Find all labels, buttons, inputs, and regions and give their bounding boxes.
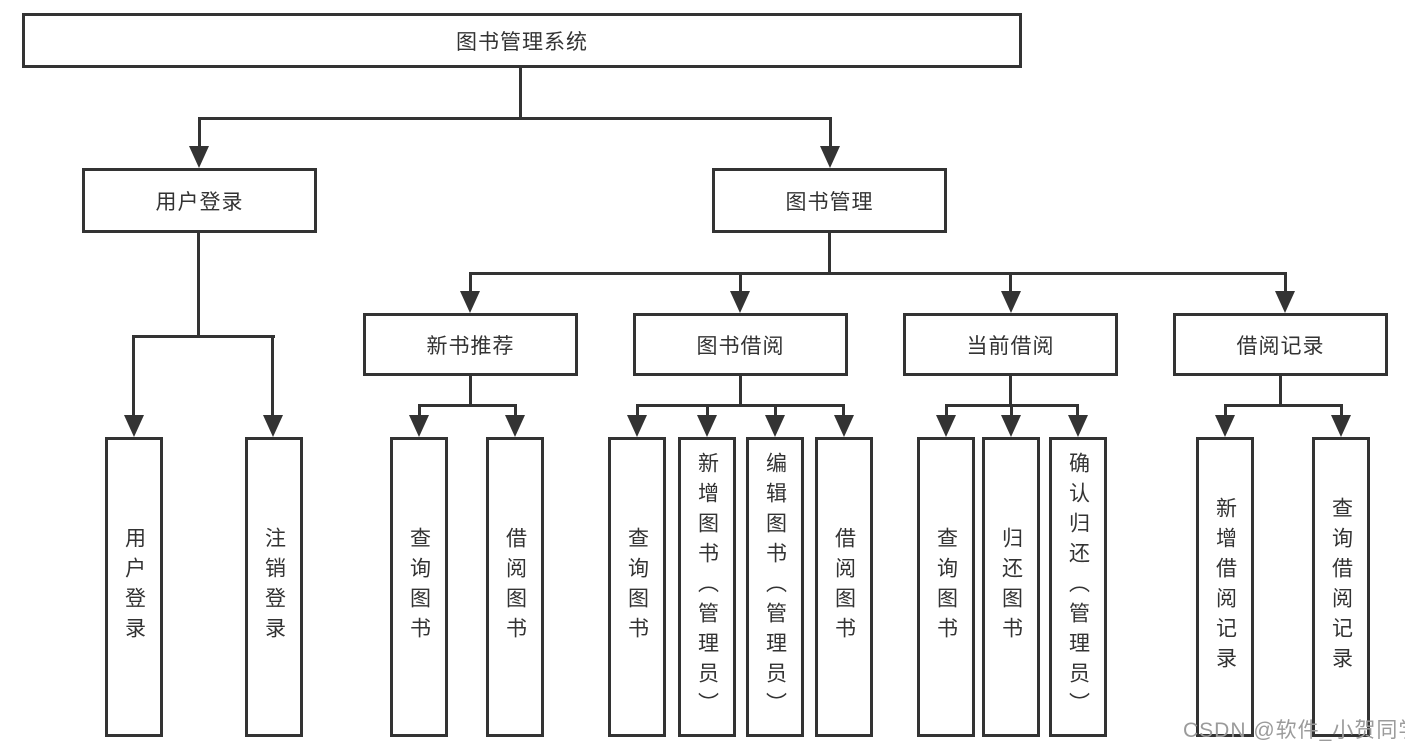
arrow-down-icon bbox=[834, 415, 854, 437]
node-leaf-logout: 注销登录 bbox=[245, 437, 303, 737]
arrow-down-icon bbox=[730, 291, 750, 313]
node-bb-query-books-label: 查询图书 bbox=[625, 527, 649, 647]
connector-vline bbox=[1284, 272, 1287, 296]
node-leaf-user-login-label: 用户登录 bbox=[122, 527, 146, 647]
node-borrow-records-label: 借阅记录 bbox=[1236, 334, 1325, 358]
node-book-borrow: 图书借阅 bbox=[633, 313, 848, 376]
arrow-down-icon bbox=[765, 415, 785, 437]
connector-vline bbox=[774, 404, 777, 418]
watermark: CSDN @软件_小贺同学 bbox=[1183, 719, 1405, 742]
node-cb-confirm-return: 确认归还（管理员） bbox=[1049, 437, 1107, 737]
node-nb-borrow-books: 借阅图书 bbox=[486, 437, 544, 737]
node-bb-add-books-label: 新增图书（管理员） bbox=[695, 452, 719, 722]
node-br-add-record-label: 新增借阅记录 bbox=[1213, 497, 1237, 677]
node-bb-borrow-books-label: 借阅图书 bbox=[832, 527, 856, 647]
arrow-down-icon bbox=[460, 291, 480, 313]
connector-vline bbox=[828, 233, 831, 275]
node-nb-query-books-label: 查询图书 bbox=[407, 527, 431, 647]
node-bb-add-books: 新增图书（管理员） bbox=[678, 437, 736, 737]
node-bb-query-books: 查询图书 bbox=[608, 437, 666, 737]
connector-vline bbox=[706, 404, 709, 418]
connector-vline bbox=[636, 404, 639, 418]
node-user-login: 用户登录 bbox=[82, 168, 317, 233]
node-cb-query-books-label: 查询图书 bbox=[934, 527, 958, 647]
connector-vline bbox=[842, 404, 845, 418]
node-br-query-record: 查询借阅记录 bbox=[1312, 437, 1370, 737]
connector-vline bbox=[945, 404, 948, 418]
arrow-down-icon bbox=[1001, 415, 1021, 437]
connector-vline bbox=[271, 335, 274, 419]
connector-hline bbox=[198, 117, 832, 120]
node-root: 图书管理系统 bbox=[22, 13, 1022, 68]
connector-vline bbox=[198, 117, 201, 151]
arrow-down-icon bbox=[697, 415, 717, 437]
node-bb-edit-books-label: 编辑图书（管理员） bbox=[763, 452, 787, 722]
connector-hline bbox=[133, 335, 275, 338]
connector-vline bbox=[829, 117, 832, 151]
connector-vline bbox=[1009, 376, 1012, 407]
connector-vline bbox=[1340, 404, 1343, 418]
node-current-borrow: 当前借阅 bbox=[903, 313, 1118, 376]
node-root-label: 图书管理系统 bbox=[456, 30, 588, 54]
node-bb-edit-books: 编辑图书（管理员） bbox=[746, 437, 804, 737]
node-current-borrow-label: 当前借阅 bbox=[966, 334, 1055, 358]
node-bb-borrow-books: 借阅图书 bbox=[815, 437, 873, 737]
arrow-down-icon bbox=[1215, 415, 1235, 437]
connector-vline bbox=[514, 404, 517, 418]
connector-vline bbox=[1010, 404, 1013, 418]
connector-vline bbox=[1224, 404, 1227, 418]
arrow-down-icon bbox=[1001, 291, 1021, 313]
node-user-login-label: 用户登录 bbox=[155, 190, 244, 214]
arrow-down-icon bbox=[505, 415, 525, 437]
arrow-down-icon bbox=[1331, 415, 1351, 437]
connector-hline bbox=[636, 404, 845, 407]
node-nb-borrow-books-label: 借阅图书 bbox=[503, 527, 527, 647]
node-new-books: 新书推荐 bbox=[363, 313, 578, 376]
arrow-down-icon bbox=[627, 415, 647, 437]
node-cb-query-books: 查询图书 bbox=[917, 437, 975, 737]
connector-hline bbox=[1224, 404, 1343, 407]
arrow-down-icon bbox=[263, 415, 283, 437]
arrow-down-icon bbox=[409, 415, 429, 437]
connector-vline bbox=[469, 272, 472, 296]
node-borrow-records: 借阅记录 bbox=[1173, 313, 1388, 376]
arrow-down-icon bbox=[1275, 291, 1295, 313]
connector-vline bbox=[197, 233, 200, 338]
connector-hline bbox=[418, 404, 517, 407]
connector-vline bbox=[469, 376, 472, 407]
node-leaf-user-login: 用户登录 bbox=[105, 437, 163, 737]
arrow-down-icon bbox=[124, 415, 144, 437]
connector-hline bbox=[469, 272, 1287, 275]
arrow-down-icon bbox=[936, 415, 956, 437]
node-cb-confirm-return-label: 确认归还（管理员） bbox=[1066, 452, 1090, 722]
arrow-down-icon bbox=[820, 146, 840, 168]
connector-vline bbox=[739, 376, 742, 407]
node-br-query-record-label: 查询借阅记录 bbox=[1329, 497, 1353, 677]
arrow-down-icon bbox=[189, 146, 209, 168]
node-book-mgmt-label: 图书管理 bbox=[785, 190, 874, 214]
connector-vline bbox=[1076, 404, 1079, 418]
connector-vline bbox=[418, 404, 421, 418]
node-new-books-label: 新书推荐 bbox=[426, 334, 515, 358]
connector-vline bbox=[1009, 272, 1012, 296]
node-book-borrow-label: 图书借阅 bbox=[696, 334, 785, 358]
node-leaf-logout-label: 注销登录 bbox=[262, 527, 286, 647]
connector-vline bbox=[1279, 376, 1282, 407]
connector-vline bbox=[739, 272, 742, 296]
arrow-down-icon bbox=[1068, 415, 1088, 437]
node-cb-return-books-label: 归还图书 bbox=[999, 527, 1023, 647]
node-book-mgmt: 图书管理 bbox=[712, 168, 947, 233]
connector-vline bbox=[519, 68, 522, 120]
node-br-add-record: 新增借阅记录 bbox=[1196, 437, 1254, 737]
node-cb-return-books: 归还图书 bbox=[982, 437, 1040, 737]
node-nb-query-books: 查询图书 bbox=[390, 437, 448, 737]
connector-vline bbox=[132, 335, 135, 419]
